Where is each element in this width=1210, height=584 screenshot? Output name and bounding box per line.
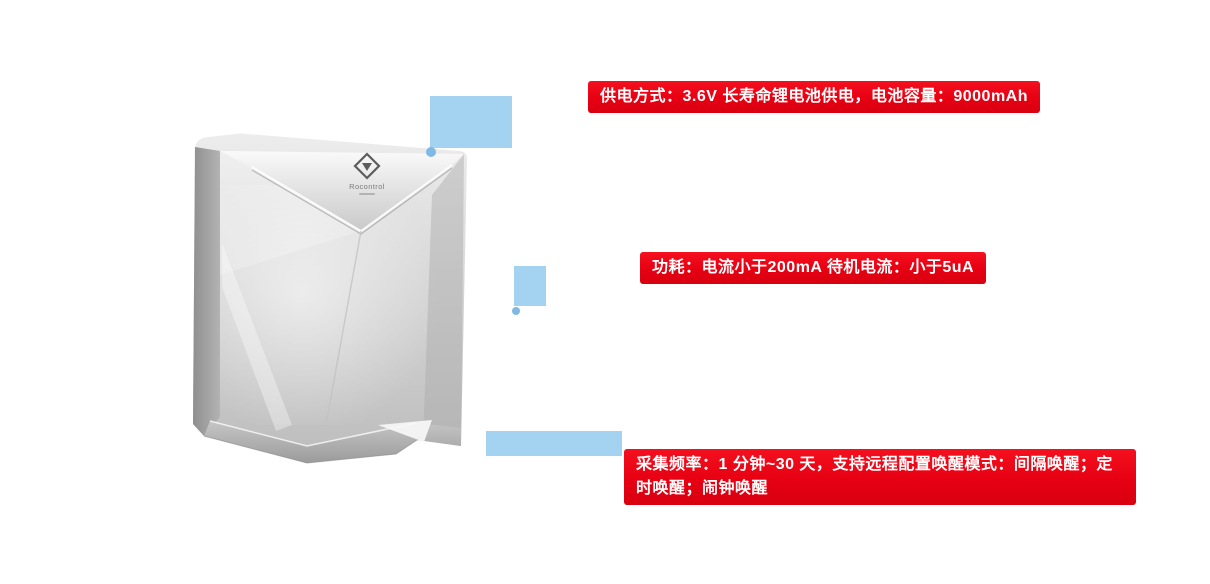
callout-sampling-frequency: 采集频率：1 分钟~30 天，支持远程配置唤醒模式：间隔唤醒；定时唤醒；闹钟唤醒 [624,449,1136,505]
connector-line-bottom [486,431,622,456]
device-logo: Rocontrol [349,152,385,195]
brand-subtext-mark [359,193,375,195]
connector-dot-top [426,147,436,157]
callout-power-supply: 供电方式：3.6V 长寿命锂电池供电，电池容量：9000mAh [588,81,1041,113]
device-body [193,133,467,464]
callout-power-consumption: 功耗：电流小于200mA 待机电流：小于5uA [640,252,987,284]
connector-line-middle [514,266,546,306]
device-image: Rocontrol [193,133,467,464]
logo-emblem-icon [353,152,381,180]
brand-text: Rocontrol [349,182,385,191]
connector-line-top [430,96,512,148]
connector-dot-middle [512,307,520,315]
logo-emblem-triangle-icon [362,163,372,171]
